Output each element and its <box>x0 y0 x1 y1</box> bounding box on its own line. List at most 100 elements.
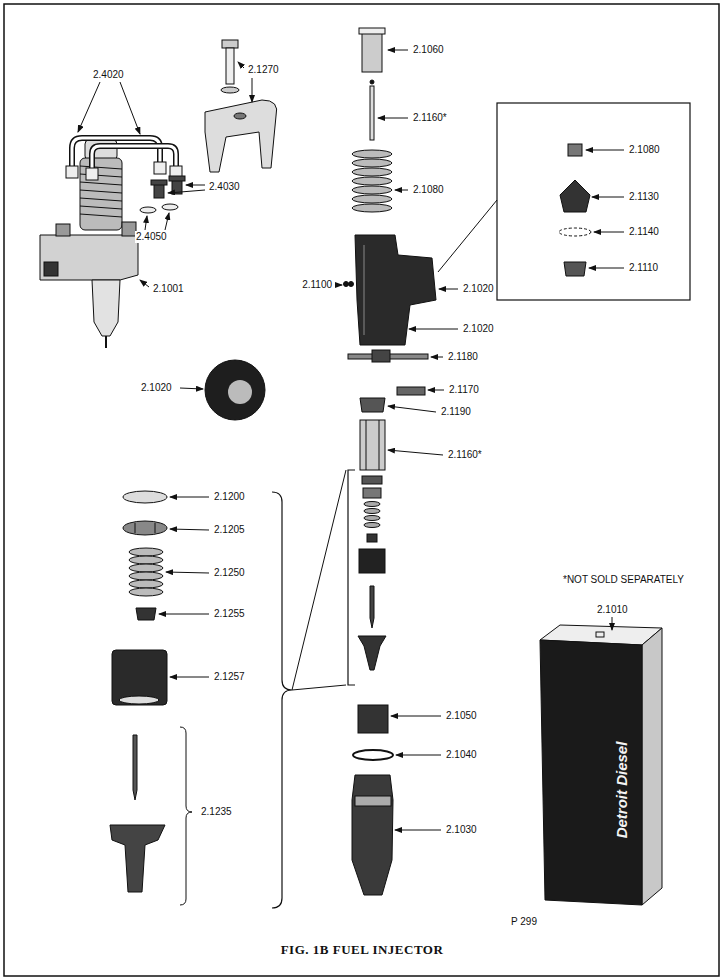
nozzle-parts <box>292 685 346 690</box>
inset-detail <box>564 262 586 276</box>
inset-detail <box>497 103 690 300</box>
injector-assembly <box>80 206 122 209</box>
nozzle-parts <box>119 696 159 704</box>
inset-detail <box>560 180 590 212</box>
leader-lines <box>140 280 149 287</box>
callout-number: 2.1235 <box>200 806 233 818</box>
leader-lines <box>252 78 253 102</box>
package-box <box>642 628 662 905</box>
injector-assembly <box>44 262 58 276</box>
nameplate-disc <box>228 380 252 404</box>
callout-number: 2.1190 <box>440 406 472 418</box>
exploded-parts <box>362 32 382 72</box>
leader-lines <box>592 197 624 198</box>
leader-lines <box>170 677 209 678</box>
fuel-pipes <box>154 162 166 174</box>
brand-text: Detroit Diesel <box>613 741 631 840</box>
nozzle-parts <box>123 521 167 535</box>
leader-lines <box>388 450 443 455</box>
injector-assembly <box>122 222 136 236</box>
inset-detail <box>559 228 591 236</box>
inset-detail <box>438 200 497 272</box>
leader-lines <box>589 268 624 269</box>
callout-number: 2.1060 <box>412 44 445 56</box>
injector-assembly <box>40 140 138 348</box>
callout-number: 2.1257 <box>213 671 246 683</box>
exploded-parts <box>397 387 425 395</box>
note-text: *NOT SOLD SEPARATELY <box>562 574 685 586</box>
leader-lines <box>78 82 100 132</box>
nozzle-parts <box>129 548 163 556</box>
package-box <box>596 632 604 637</box>
leader-lines <box>388 50 408 51</box>
exploded-parts <box>363 488 381 498</box>
callout-number: 2.1080 <box>628 144 661 156</box>
callout-number: 2.1255 <box>213 608 246 620</box>
injector-assembly <box>80 182 122 185</box>
fuel-pipes <box>66 138 182 180</box>
callout-number: 2.1020 <box>462 323 495 335</box>
fuel-connectors <box>140 176 185 213</box>
leader-lines <box>388 406 436 412</box>
exploded-parts <box>348 470 355 685</box>
exploded-parts <box>352 168 392 176</box>
exploded-parts <box>367 534 377 542</box>
exploded-parts <box>352 775 393 895</box>
package-box <box>540 625 662 905</box>
nozzle-parts <box>292 470 346 690</box>
callout-number: 2.1080 <box>412 184 445 196</box>
exploded-parts <box>352 159 392 167</box>
exploded-parts <box>370 86 374 140</box>
nozzle-parts <box>129 588 163 596</box>
callout-number: 2.1020 <box>462 283 495 295</box>
callout-number: 2.1001 <box>152 283 185 295</box>
leader-lines <box>120 82 140 134</box>
fuel-connectors <box>162 204 178 210</box>
leader-lines <box>395 190 408 191</box>
callout-number: 2.1205 <box>213 524 246 536</box>
note-text: P 299 <box>510 916 538 928</box>
nozzle-parts <box>155 523 156 533</box>
injector-clamp <box>234 113 246 119</box>
package-box <box>540 640 642 905</box>
exploded-parts <box>344 282 349 287</box>
nozzle-parts <box>129 556 163 564</box>
injector-assembly <box>56 224 70 236</box>
leader-lines <box>186 185 205 186</box>
exploded-parts <box>355 796 391 806</box>
callout-number: 2.4050 <box>135 231 168 243</box>
leader-lines <box>159 614 209 615</box>
exploded-parts <box>364 502 380 507</box>
fuel-connectors <box>140 207 156 213</box>
injector-assembly <box>105 336 107 348</box>
inset-detail <box>568 144 582 156</box>
leader-lines <box>78 50 624 830</box>
exploded-parts <box>359 549 385 573</box>
callout-number: 2.1040 <box>445 749 478 761</box>
exploded-parts <box>372 350 390 362</box>
nozzle-parts <box>272 492 292 908</box>
exploded-parts <box>360 420 385 470</box>
leader-lines <box>612 617 613 630</box>
callout-number: 2.1130 <box>628 191 660 203</box>
exploded-parts <box>370 586 374 628</box>
nozzle-parts <box>110 470 346 908</box>
injector-clamp <box>222 40 238 48</box>
nameplate-disc <box>205 360 265 420</box>
leader-lines <box>594 232 624 233</box>
injector-assembly <box>80 190 122 193</box>
leader-lines <box>439 289 458 290</box>
leader-lines <box>396 755 441 756</box>
callout-number: 2.1270 <box>247 64 280 76</box>
exploded-parts <box>370 80 374 84</box>
fuel-connectors <box>151 180 167 185</box>
leader-lines <box>145 216 147 230</box>
nozzle-parts <box>110 825 165 892</box>
callout-number: 2.1030 <box>445 824 478 836</box>
leader-lines <box>428 390 444 391</box>
exploded-parts <box>364 523 380 528</box>
leader-lines <box>431 357 443 358</box>
injector-assembly <box>92 280 120 336</box>
injector-assembly <box>80 158 122 230</box>
nozzle-parts <box>129 580 163 588</box>
